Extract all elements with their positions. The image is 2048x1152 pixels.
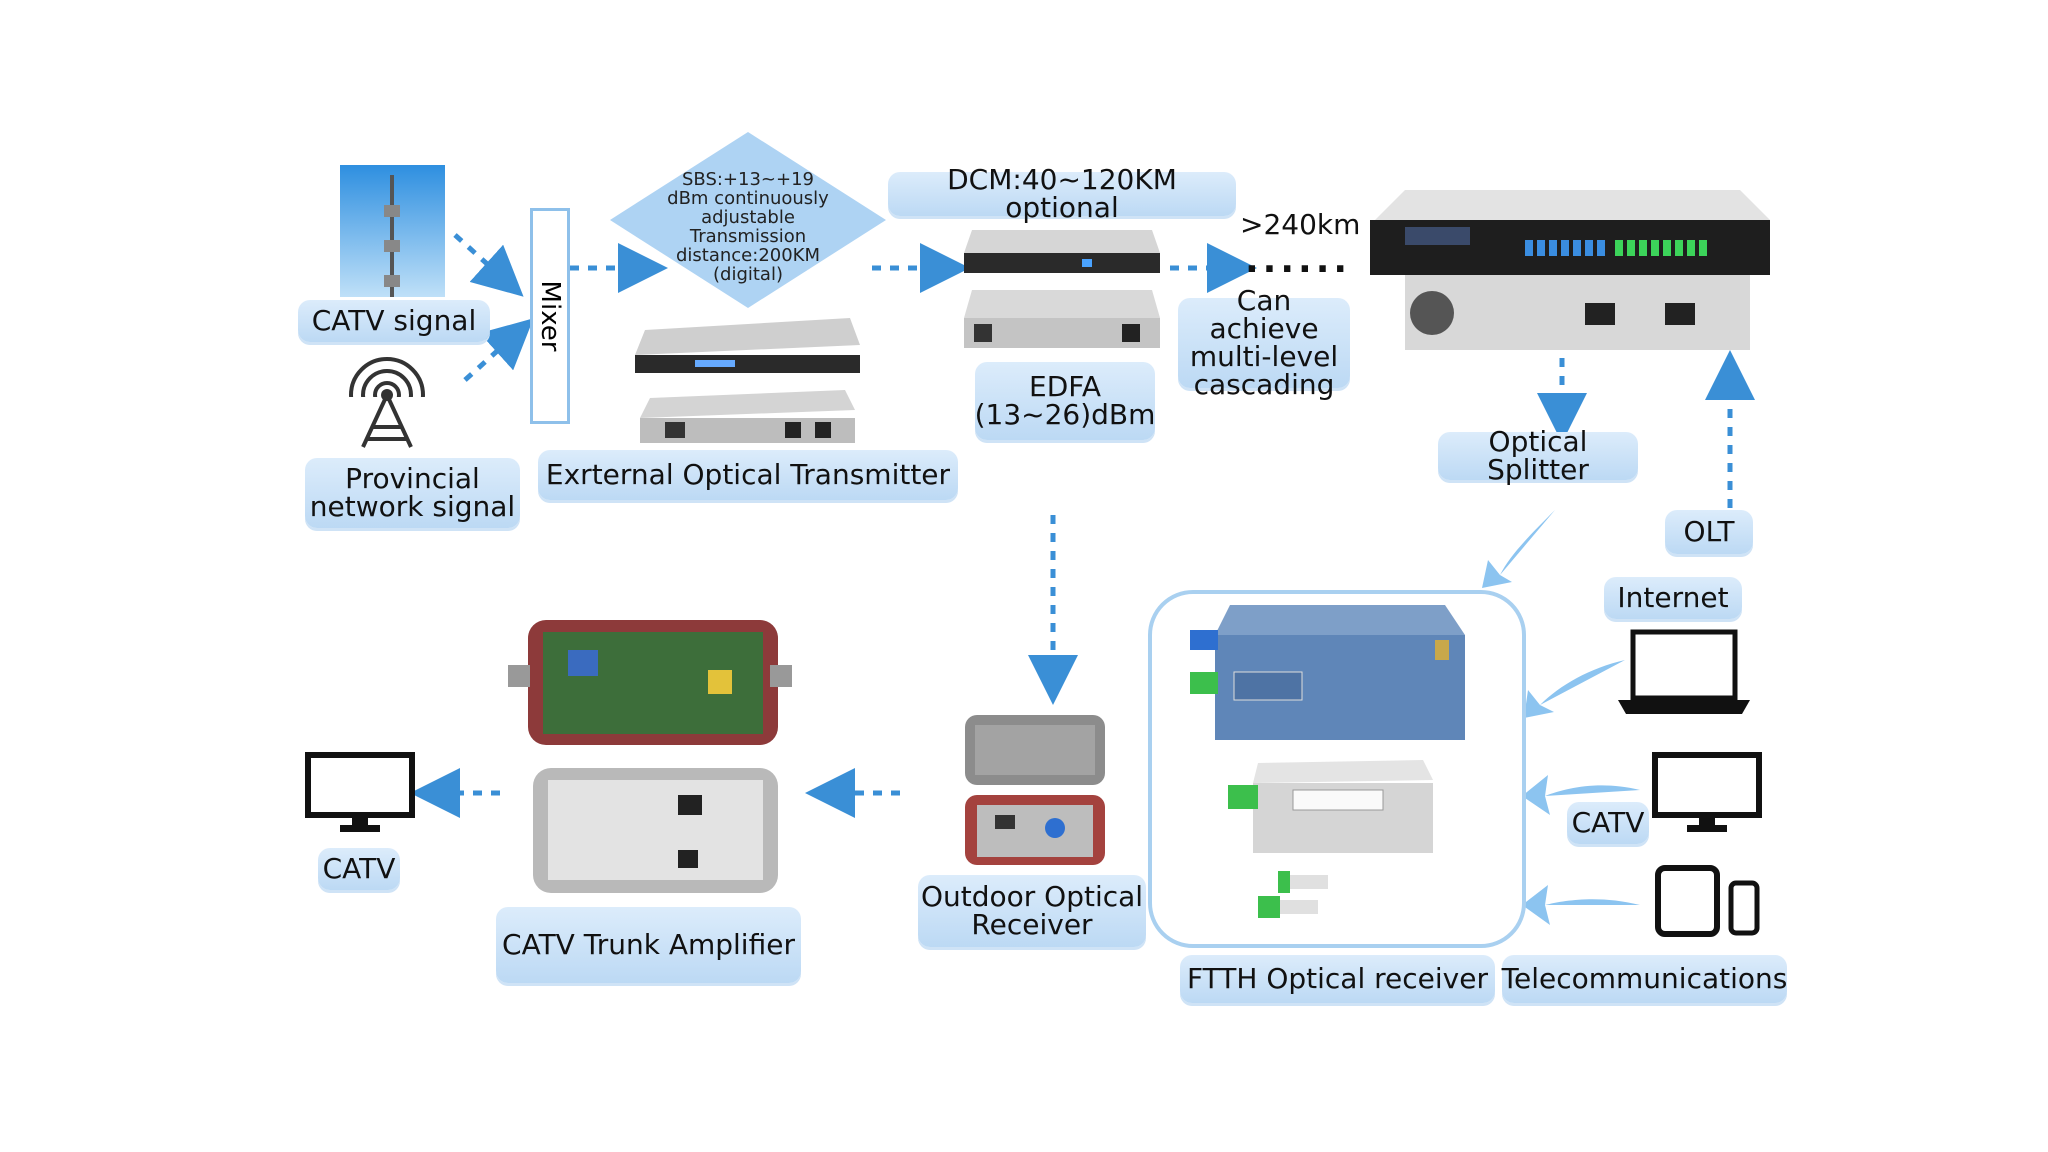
ellipsis-label: ......: [1245, 240, 1352, 281]
sbs-diamond: [608, 130, 888, 310]
internet-label: Internet: [1604, 577, 1742, 619]
trunk-amplifier-label: CATV Trunk Amplifier: [496, 907, 801, 983]
distance-label: >240km: [1240, 208, 1361, 241]
olt-label: OLT: [1665, 510, 1753, 554]
arrow-splitter-to-ftth: [1482, 510, 1555, 588]
transmitter-label: Exrternal Optical Transmitter: [538, 450, 958, 500]
transmitter-device: [635, 310, 860, 445]
edfa-label: EDFA(13~26)dBm: [975, 362, 1155, 440]
edfa-device: [962, 228, 1162, 353]
catv-left-label: CATV: [318, 848, 400, 890]
arrow-internet-to-ftth: [1524, 660, 1625, 718]
optical-amplifier-device: [1365, 185, 1775, 355]
sbs-text: SBS:+13~+19 dBm continuously adjustable …: [667, 169, 829, 285]
ftth-small-receiver: [1228, 755, 1443, 925]
telecom-label: Telecommunications: [1502, 955, 1787, 1003]
ftth-receiver-device: [1190, 600, 1470, 755]
catv-right-label: CATV: [1567, 802, 1649, 844]
monitor-icon: [305, 752, 415, 834]
arrow-provincial-to-mixer: [463, 318, 534, 382]
signal-tower-icon: [340, 165, 445, 297]
laptop-icon: [1618, 629, 1750, 715]
ftth-label: FTTH Optical receiver: [1180, 955, 1495, 1003]
outdoor-receiver-device: [955, 710, 1115, 870]
monitor-icon: [1652, 752, 1762, 834]
mixer-box: Mixer: [530, 208, 570, 424]
ftth-frame: [1148, 590, 1526, 948]
arrow-catv-to-mixer: [453, 233, 524, 297]
catv-signal-label: CATV signal: [298, 300, 490, 342]
phone-icon: [1728, 880, 1760, 936]
broadcast-antenna-icon: [345, 355, 430, 457]
dcm-label: DCM:40~120KM optional: [888, 166, 1236, 222]
arrow-telecom-to-ftth: [1522, 885, 1640, 925]
trunk-amplifier-device: [508, 610, 793, 900]
tablet-icon: [1655, 865, 1720, 937]
mixer-label: Mixer: [535, 280, 565, 352]
splitter-label: Optical Splitter: [1438, 428, 1638, 484]
